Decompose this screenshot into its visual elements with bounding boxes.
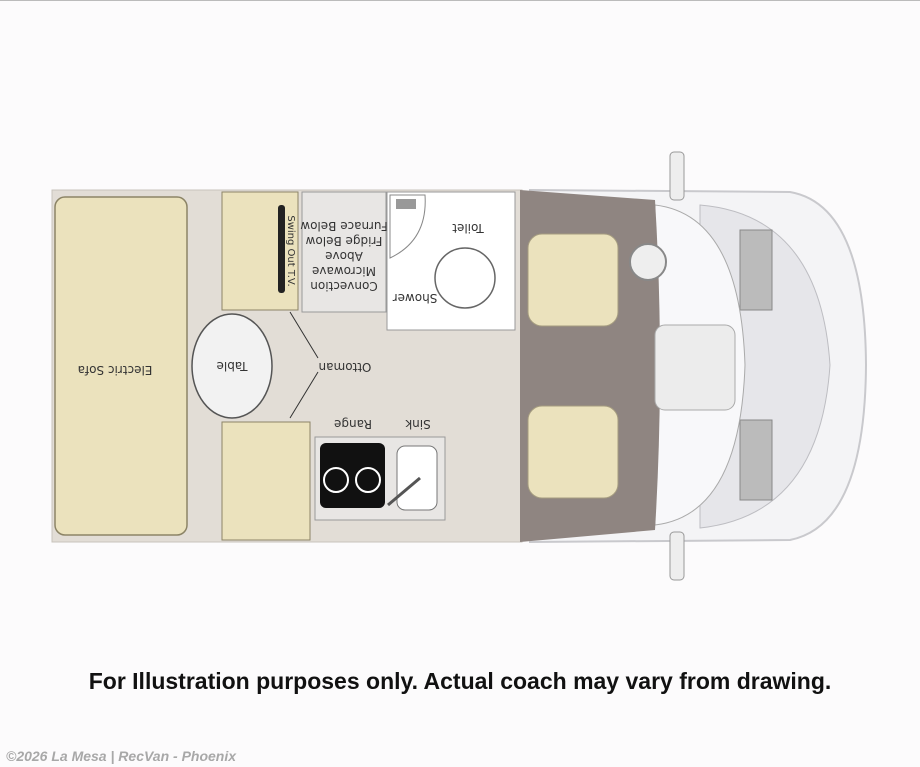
microwave-line-5: Furnace Below bbox=[300, 219, 388, 233]
mirror-bottom bbox=[669, 531, 685, 581]
burner-2 bbox=[355, 467, 381, 493]
hood-vent-top bbox=[739, 229, 773, 311]
microwave-line-2: Microwave bbox=[312, 264, 376, 278]
table-label: Table bbox=[216, 359, 248, 373]
copyright-watermark: ©2026 La Mesa | RecVan - Phoenix bbox=[6, 748, 237, 764]
ottoman-top bbox=[221, 191, 299, 311]
hood-vent-bottom bbox=[739, 419, 773, 501]
faucet bbox=[396, 199, 416, 209]
top-border bbox=[0, 0, 920, 1]
mirror-top bbox=[669, 151, 685, 201]
passenger-seat bbox=[527, 405, 619, 499]
microwave-labels: Convection Microwave Above Fridge Below … bbox=[300, 219, 388, 293]
sofa-label: Electric Sofa bbox=[78, 363, 153, 377]
microwave-cabinet bbox=[301, 191, 387, 313]
microwave-line-3: Above bbox=[325, 249, 363, 263]
toilet bbox=[434, 247, 496, 309]
floorplan-diagram: Electric Sofa Table Swing Out T.V. Ottom… bbox=[51, 151, 868, 581]
illustration-disclaimer: For Illustration purposes only. Actual c… bbox=[88, 668, 832, 694]
toilet-label: Toilet bbox=[452, 221, 485, 235]
range-label: Range bbox=[334, 417, 372, 431]
dashboard bbox=[654, 324, 736, 411]
microwave-line-1: Convection bbox=[310, 279, 377, 293]
microwave-line-4: Fridge Below bbox=[305, 234, 382, 248]
sink-label: Sink bbox=[405, 417, 431, 431]
table bbox=[191, 313, 273, 419]
sink-basin bbox=[396, 445, 438, 511]
tv-mount bbox=[278, 205, 285, 293]
ottoman-arrows bbox=[289, 311, 319, 419]
electric-sofa bbox=[54, 196, 188, 536]
ottoman-label: Ottoman bbox=[319, 360, 372, 374]
bathroom-sink bbox=[389, 194, 426, 259]
range bbox=[320, 443, 385, 508]
tv-label: Swing Out T.V. bbox=[285, 215, 296, 286]
driver-seat bbox=[527, 233, 619, 327]
steering-wheel bbox=[629, 243, 667, 281]
sink-faucet bbox=[387, 476, 421, 507]
burner-1 bbox=[323, 467, 349, 493]
shower-label: Shower bbox=[393, 291, 438, 305]
ottoman-bottom bbox=[221, 421, 311, 541]
